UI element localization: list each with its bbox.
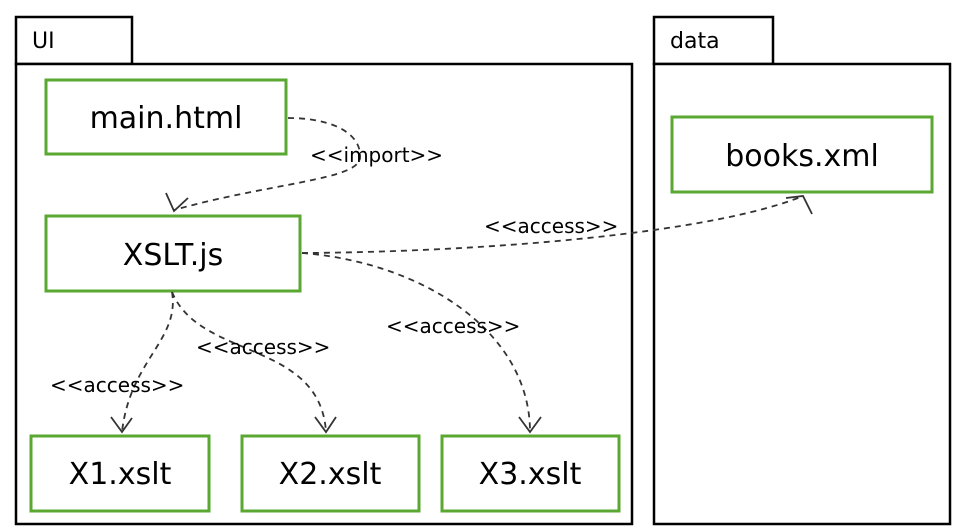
package-ui-tab: [14, 15, 134, 66]
node-xslt-js: XSLT.js: [44, 214, 302, 293]
edge-import-main-to-xslt: <<import>>: [165, 117, 443, 213]
node-xslt-js-box: [44, 214, 302, 293]
edge-access-x1-label: <<access>>: [50, 373, 184, 397]
edge-access-x1-arrowhead: [110, 416, 133, 434]
edge-access-xslt-to-books: <<access>>: [301, 195, 813, 254]
node-books-xml-label: books.xml: [725, 139, 879, 174]
edge-access-x1-line: [121, 291, 174, 433]
edge-access-books-arrowhead: [785, 195, 813, 215]
edge-access-x3-label: <<access>>: [386, 314, 520, 338]
edge-access-xslt-to-x3: <<access>>: [301, 252, 542, 434]
node-x1-xslt-box: [29, 434, 211, 513]
package-data-label: data: [670, 29, 720, 54]
package-data: data: [652, 15, 952, 526]
node-x2-xslt: X2.xslt: [240, 434, 421, 513]
node-books-xml: books.xml: [670, 115, 934, 194]
edge-import-label: <<import>>: [310, 143, 443, 167]
edge-access-xslt-to-x2: <<access>>: [171, 291, 337, 434]
node-x3-xslt: X3.xslt: [440, 434, 621, 513]
edge-access-xslt-to-x1: <<access>>: [50, 291, 184, 434]
node-x2-xslt-box: [240, 434, 421, 513]
edge-access-books-label: <<access>>: [484, 214, 618, 238]
edge-access-x2-label: <<access>>: [196, 335, 330, 359]
node-main-html-label: main.html: [90, 101, 243, 136]
node-x1-xslt-label: X1.xslt: [69, 457, 172, 492]
edge-import-line: [173, 117, 361, 211]
node-books-xml-box: [670, 115, 934, 194]
edge-access-x2-line: [171, 291, 327, 433]
edge-access-x3-line: [301, 252, 531, 433]
edge-access-x2-arrowhead: [314, 416, 337, 434]
node-x3-xslt-box: [440, 434, 621, 513]
edge-access-x3-arrowhead: [518, 416, 542, 434]
node-xslt-js-label: XSLT.js: [123, 238, 223, 273]
node-x3-xslt-label: X3.xslt: [479, 457, 582, 492]
package-data-tab: [652, 15, 775, 66]
node-x1-xslt: X1.xslt: [29, 434, 211, 513]
edge-import-arrowhead: [165, 192, 189, 213]
node-main-html-box: [44, 78, 288, 156]
node-x2-xslt-label: X2.xslt: [279, 457, 382, 492]
node-main-html: main.html: [44, 78, 288, 156]
package-ui-label: UI: [32, 29, 55, 54]
